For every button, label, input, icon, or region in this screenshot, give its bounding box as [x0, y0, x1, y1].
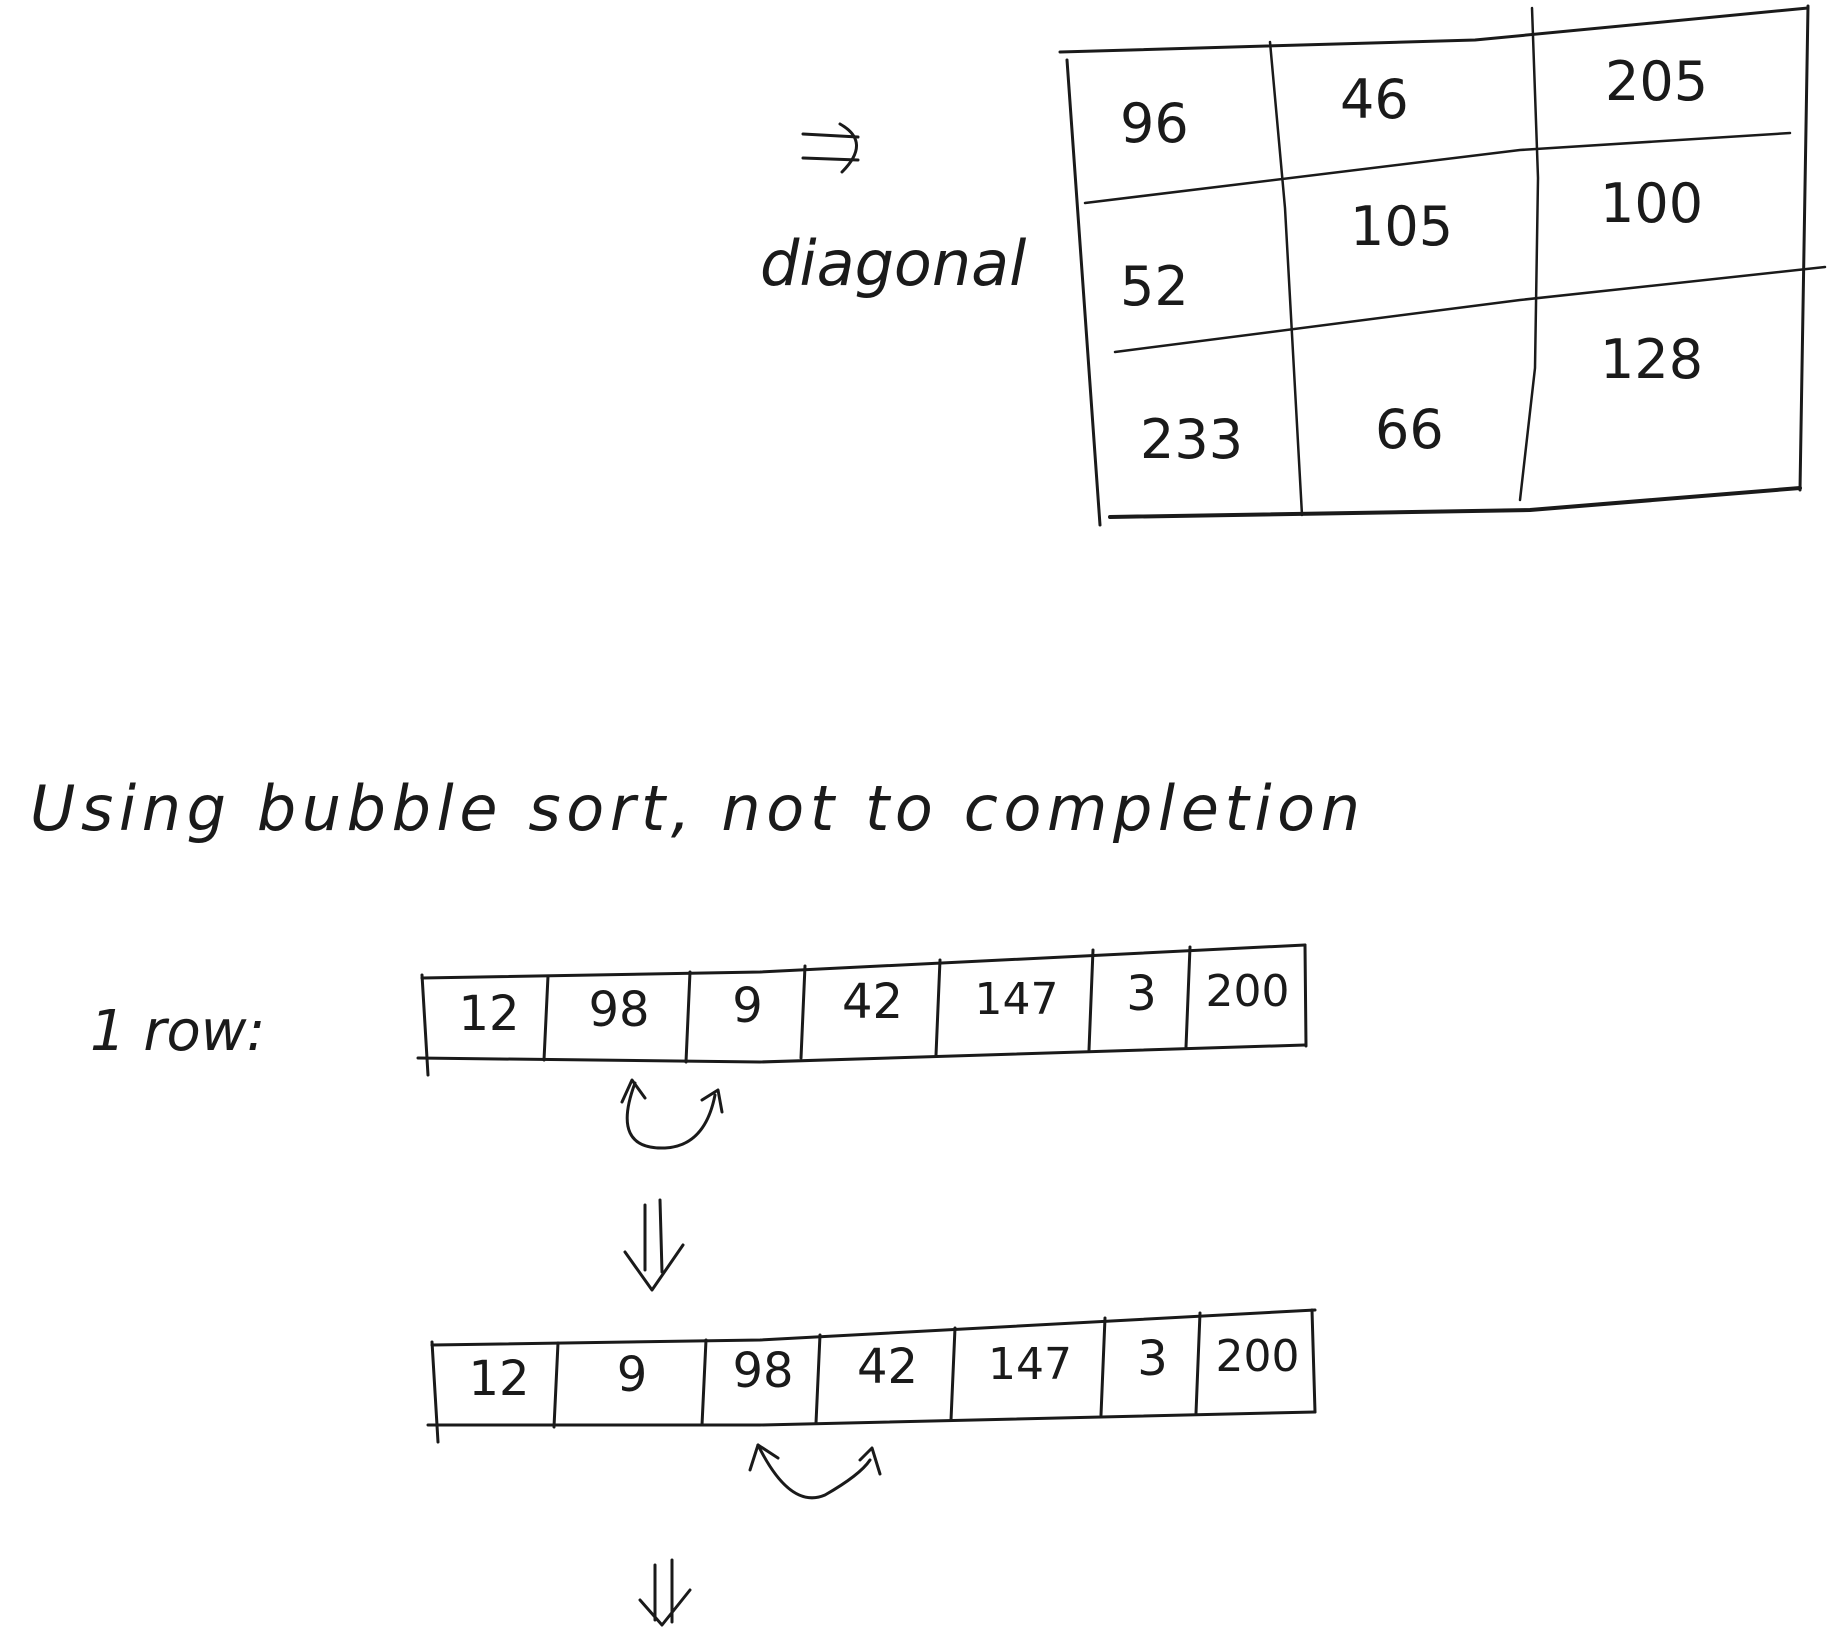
matrix-cells: 96 46 205 52 105 100 233 66 128 — [1120, 50, 1708, 471]
matrix-cell: 100 — [1600, 172, 1703, 235]
array-cell-value: 200 — [1206, 966, 1290, 1017]
array-cell-divider — [934, 958, 942, 1057]
diagonal-label: diagonal — [760, 227, 1026, 300]
array-cell-divider — [799, 964, 807, 1060]
swap-arrow-1 — [620, 1078, 724, 1150]
array-cell-divider — [949, 1326, 957, 1422]
array-cell-divider — [542, 974, 550, 1062]
down-arrow-1 — [623, 1198, 685, 1292]
array-cell-divider — [684, 970, 692, 1064]
array-cell-divider — [552, 1341, 560, 1429]
implication-arrow — [801, 122, 860, 174]
array-cell-value: 3 — [1137, 1331, 1168, 1387]
matrix-cell: 46 — [1340, 68, 1409, 131]
matrix-cell: 128 — [1600, 328, 1703, 391]
down-arrow-2 — [638, 1558, 692, 1627]
swap-arrow-2 — [748, 1443, 882, 1500]
row-label: 1 row: — [90, 999, 265, 1064]
array-row-1: 12 98 9 42 147 3 200 — [416, 943, 1308, 1077]
array-cell-value: 98 — [732, 1343, 793, 1399]
array-cell-value: 147 — [975, 974, 1059, 1025]
array-cell-value: 98 — [588, 982, 649, 1038]
matrix-cell: 205 — [1605, 50, 1708, 113]
array-row-2: 12 9 98 42 147 3 200 — [426, 1308, 1317, 1444]
array-cell-divider — [1087, 948, 1095, 1052]
matrix-cell: 233 — [1140, 408, 1243, 471]
array-cell-value: 42 — [842, 974, 903, 1030]
matrix-grid — [1058, 4, 1827, 527]
array-cell-value: 42 — [857, 1339, 918, 1395]
array-cell-value: 9 — [617, 1347, 648, 1403]
matrix-cell: 52 — [1120, 255, 1189, 318]
array-cell-divider — [1194, 1311, 1202, 1415]
matrix-cell: 96 — [1120, 92, 1189, 155]
array-cell-value: 12 — [458, 986, 519, 1042]
instruction-sentence: Using bubble sort, not to completion — [30, 772, 1360, 845]
array-cell-value: 147 — [988, 1339, 1072, 1390]
array-cell-divider — [700, 1338, 708, 1427]
array-cell-value: 3 — [1126, 966, 1157, 1022]
array-cell-divider — [1184, 945, 1192, 1049]
array-cell-value: 9 — [732, 978, 763, 1034]
matrix-cell: 66 — [1375, 398, 1444, 461]
array-cell-divider — [814, 1333, 822, 1425]
array-cell-value: 12 — [468, 1351, 529, 1407]
array-cell-divider — [1099, 1316, 1107, 1417]
array-cell-value: 200 — [1216, 1331, 1300, 1382]
matrix-cell: 105 — [1350, 195, 1453, 258]
